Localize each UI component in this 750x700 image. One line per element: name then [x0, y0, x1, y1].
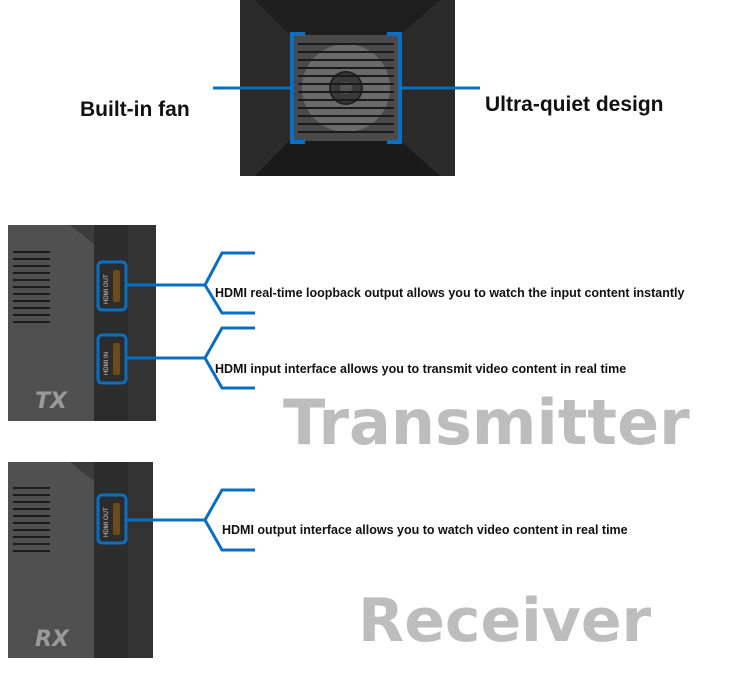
tx-hdmi-in-port: HDMI IN [96, 333, 128, 385]
fan-blades-icon [302, 44, 390, 132]
tx-hdmi-out-label: HDMI OUT [104, 274, 110, 304]
receiver-title: Receiver [358, 586, 652, 656]
rx-device-label: RX [35, 627, 70, 652]
transmitter-device: TX [8, 225, 156, 421]
rx-hdmi-out-port: HDMI OUT [96, 493, 128, 545]
fan-grille [298, 43, 394, 133]
rx-callout-lines [126, 488, 255, 552]
rx-hdmi-out-description: HDMI output interface allows you to watc… [222, 523, 628, 537]
built-in-fan-label: Built-in fan [80, 98, 190, 121]
rx-hdmi-out-label: HDMI OUT [104, 507, 110, 537]
transmitter-title: Transmitter [283, 386, 690, 459]
receiver-device: RX [8, 462, 153, 658]
tx-callout-lines [126, 251, 255, 390]
tx-hdmi-in-description: HDMI input interface allows you to trans… [215, 362, 626, 376]
tx-device-label: TX [35, 389, 68, 414]
ultra-quiet-label: Ultra-quiet design [485, 93, 664, 116]
tx-hdmi-in-label: HDMI IN [104, 352, 110, 375]
fan-photo [240, 0, 455, 176]
tx-hdmi-out-port: HDMI OUT [96, 260, 128, 312]
tx-hdmi-out-description: HDMI real-time loopback output allows yo… [215, 286, 685, 300]
